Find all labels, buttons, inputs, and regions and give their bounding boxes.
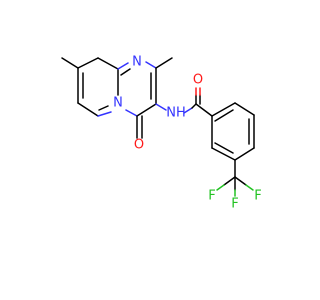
bond-c4-n-bridge bbox=[125, 109, 138, 117]
bond-amide-benzene bbox=[195, 103, 213, 117]
bond-methyl-left bbox=[61, 57, 79, 69]
atom-label-o-ring: O bbox=[134, 138, 144, 153]
diagram-background bbox=[0, 0, 300, 300]
atom-label-f-bottom: F bbox=[231, 197, 238, 212]
bond-ph-5 bbox=[211, 147, 236, 161]
bond-c8a-n-top-inner bbox=[120, 68, 131, 76]
bond-c5-c6 bbox=[77, 102, 99, 117]
bond-c3-c4 bbox=[136, 103, 157, 117]
bond-cf3-f2 bbox=[234, 176, 247, 186]
bond-ph-4 bbox=[234, 147, 255, 161]
bond-c8a-n-top bbox=[117, 62, 129, 70]
bond-nh-c-amide bbox=[183, 107, 193, 114]
bond-ph-1-inner bbox=[214, 109, 234, 122]
atom-label-n-ring-top: N bbox=[132, 55, 142, 70]
bond-c3-c8a bbox=[97, 57, 119, 70]
bond-cf3-f2-green bbox=[245, 184, 254, 191]
bond-c4-c3 bbox=[77, 57, 99, 69]
bond-c3-nh bbox=[155, 103, 167, 111]
bond-c6-n-inner bbox=[98, 105, 109, 111]
bond-cf3-f1-green bbox=[216, 184, 225, 191]
atom-label-n-ring-bridge: N bbox=[113, 96, 123, 111]
bond-ph-2 bbox=[234, 102, 255, 116]
atom-label-f-left: F bbox=[208, 189, 215, 204]
bond-amide-c-link bbox=[191, 103, 197, 109]
bond-ph-5-inner bbox=[214, 142, 234, 154]
atom-label-nh-amide: NH bbox=[166, 106, 186, 121]
atom-label-f-right: F bbox=[254, 189, 261, 204]
atom-label-o-amide: O bbox=[193, 73, 203, 88]
bond-methyl-right bbox=[155, 57, 173, 69]
bond-ph-1 bbox=[211, 102, 236, 117]
bond-c6-n-bridge bbox=[97, 111, 112, 117]
bond-n-top-c2 bbox=[145, 61, 157, 69]
bond-cf3-f1 bbox=[223, 176, 236, 186]
molecule-structure-diagram: N N NH O O F F F bbox=[0, 0, 300, 300]
